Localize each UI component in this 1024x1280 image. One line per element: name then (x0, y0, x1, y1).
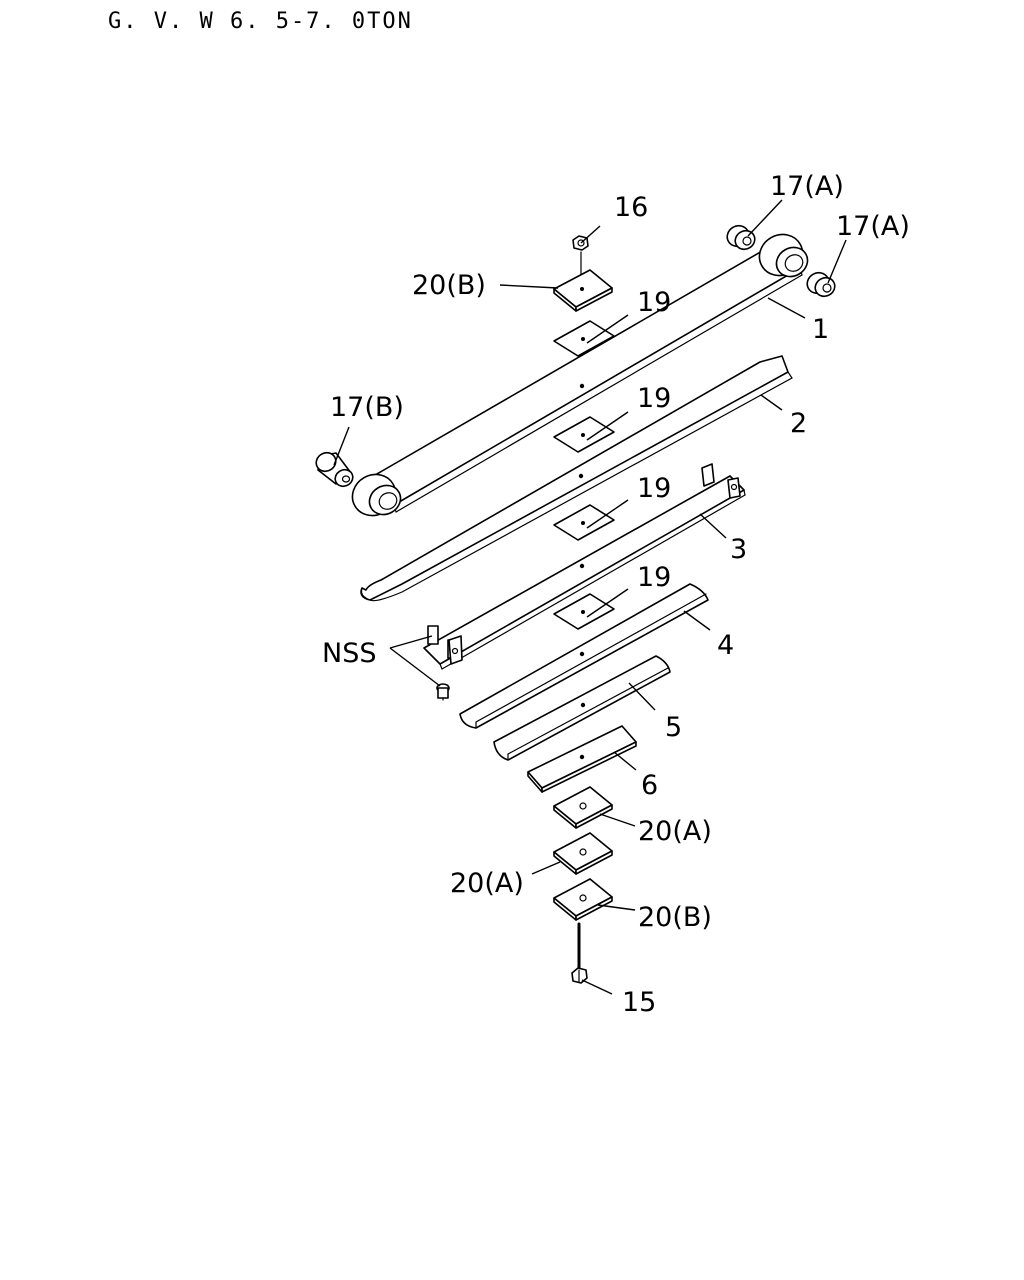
part-20a-plate-2[interactable] (553, 832, 613, 875)
callout-19-2: 19 (637, 383, 671, 414)
callout-labels: 16 17(A) 17(A) 17(B) 20(B) 19 19 19 19 1… (322, 171, 910, 1018)
callout-1: 1 (812, 314, 829, 345)
callout-17a-2: 17(A) (836, 211, 910, 242)
callout-4: 4 (717, 630, 734, 661)
header-title: G. V. W 6. 5-7. 0TON (108, 9, 413, 34)
callout-6: 6 (641, 770, 658, 801)
callout-17b: 17(B) (330, 392, 404, 423)
callout-19-3: 19 (637, 473, 671, 504)
callout-19-4: 19 (637, 562, 671, 593)
callout-20b-top: 20(B) (412, 270, 486, 301)
callout-15: 15 (622, 987, 656, 1018)
part-19-liner-2[interactable] (553, 416, 615, 453)
callout-3: 3 (730, 534, 747, 565)
callout-20b-bottom: 20(B) (638, 902, 712, 933)
part-15-center-bolt[interactable] (571, 922, 588, 984)
part-6-leaf[interactable] (527, 725, 637, 793)
callout-5: 5 (665, 712, 682, 743)
part-2-second-leaf[interactable] (360, 355, 793, 602)
part-4-leaf[interactable] (459, 583, 709, 729)
callout-16: 16 (614, 192, 648, 223)
part-5-leaf[interactable] (493, 655, 671, 761)
part-20a-plate-1[interactable] (553, 786, 613, 829)
nss-bolt[interactable] (436, 683, 450, 701)
part-17a-bushing-2[interactable] (803, 269, 838, 300)
callout-20a-2: 20(A) (450, 868, 524, 899)
callout-nss: NSS (322, 638, 376, 669)
part-20b-top-plate[interactable] (553, 269, 613, 312)
callout-20a-1: 20(A) (638, 816, 712, 847)
part-3-clip-leaf[interactable] (423, 463, 746, 670)
part-17b-bushing[interactable] (313, 449, 356, 489)
callout-17a-1: 17(A) (770, 171, 844, 202)
part-20b-bottom-plate[interactable] (553, 878, 613, 921)
callout-2: 2 (790, 408, 807, 439)
part-19-liner-3[interactable] (553, 504, 615, 541)
callout-19-1: 19 (637, 287, 671, 318)
part-1-main-leaf[interactable] (345, 227, 813, 524)
leader-lines (333, 199, 847, 995)
part-19-liner-4[interactable] (553, 593, 615, 630)
part-17a-bushing-1[interactable] (723, 222, 758, 253)
